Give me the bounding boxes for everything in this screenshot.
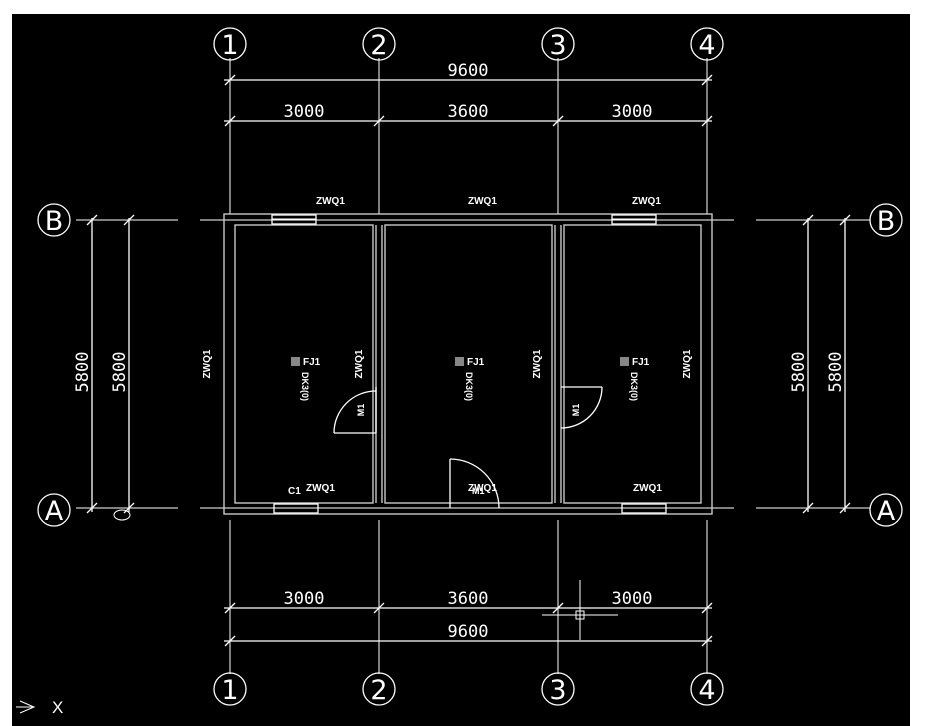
svg-text:2: 2	[370, 30, 387, 61]
wall-labels: ZWQ1 ZWQ1 ZWQ1 ZWQ1 ZWQ1 ZWQ1 C1 ZWQ1 ZW…	[202, 196, 693, 497]
axis-bubble-1-top[interactable]: 1	[213, 27, 247, 61]
dim-bay-3-top: 3000	[612, 102, 653, 122]
side-dimensions: 5800 5800 5800 5800	[73, 214, 851, 521]
bottom-dimensions: 3000 3600 3000 9600	[224, 589, 713, 647]
wall-label-bottom-1: ZWQ1	[306, 483, 335, 494]
svg-text:DK3(0): DK3(0)	[300, 372, 310, 401]
svg-text:4: 4	[698, 675, 715, 706]
wall-label-axis-3: ZWQ1	[532, 349, 543, 378]
svg-text:3: 3	[549, 675, 566, 706]
axis-bubble-4-bottom[interactable]: 4	[690, 672, 724, 706]
axis-bubble-2-top[interactable]: 2	[362, 27, 396, 61]
axis-bubble-a-right[interactable]: A	[869, 493, 903, 527]
dim-bay-2-top: 3600	[448, 102, 489, 122]
wall-label-top-3: ZWQ1	[632, 196, 661, 207]
room-tag-2[interactable]: FJ1 DK3(0)	[455, 357, 485, 401]
room-tag-3[interactable]: FJ1 DK3(0)	[620, 357, 650, 401]
dim-depth-left-1: 5800	[73, 352, 93, 393]
svg-text:FJ1: FJ1	[632, 357, 650, 368]
svg-text:A: A	[877, 496, 896, 527]
windows[interactable]	[271, 214, 667, 514]
axis-bubbles-lettered: B B A A	[37, 203, 903, 527]
svg-text:1: 1	[221, 30, 238, 61]
wall-label-bottom-3: ZWQ1	[633, 483, 662, 494]
dim-bay-1-top: 3000	[284, 102, 325, 122]
ucs-icon: X	[16, 698, 63, 717]
axis-bubbles-numbered: 1 2 3 4 1 2 3 4	[213, 27, 724, 706]
axis-bubble-1-bottom[interactable]: 1	[213, 672, 247, 706]
dim-overall-top: 9600	[448, 61, 489, 81]
doors[interactable]	[333, 386, 603, 509]
dim-depth-left-2: 5800	[110, 352, 130, 393]
svg-text:4: 4	[698, 30, 715, 61]
walls[interactable]	[223, 213, 713, 515]
svg-text:1: 1	[221, 675, 238, 706]
top-dimensions: 9600 3000 3600 3000	[224, 61, 713, 127]
svg-text:3: 3	[549, 30, 566, 61]
dim-depth-right-1: 5800	[789, 352, 809, 393]
svg-text:DK3(0): DK3(0)	[464, 372, 474, 401]
svg-text:FJ1: FJ1	[303, 357, 321, 368]
crosshair-cursor-icon	[542, 580, 618, 640]
wall-label-top-2: ZWQ1	[468, 196, 497, 207]
vertical-axis-lines	[229, 58, 708, 674]
axis-bubble-4-top[interactable]: 4	[690, 27, 724, 61]
dim-bay-2-bottom: 3600	[448, 589, 489, 609]
axis-bubble-b-left[interactable]: B	[37, 203, 71, 237]
door-label-2: M1	[571, 404, 581, 417]
svg-text:DK3(0): DK3(0)	[629, 372, 639, 401]
dim-overall-bottom: 9600	[448, 622, 489, 642]
wall-label-top-1: ZWQ1	[316, 196, 345, 207]
wall-label-left: ZWQ1	[202, 349, 213, 378]
axis-bubble-3-bottom[interactable]: 3	[541, 672, 575, 706]
axis-bubble-a-left[interactable]: A	[37, 493, 71, 527]
svg-text:2: 2	[370, 675, 387, 706]
wall-label-right: ZWQ1	[682, 349, 693, 378]
svg-text:A: A	[45, 496, 64, 527]
wall-label-bottom-2: ZWQ1	[468, 483, 497, 494]
window-label-c1: C1	[288, 486, 301, 497]
svg-text:B: B	[877, 206, 896, 237]
cad-drawing-viewport[interactable]: 9600 3000 3600 3000 3000 3600 3000 9600 …	[12, 14, 910, 726]
axis-bubble-2-bottom[interactable]: 2	[362, 672, 396, 706]
dim-depth-right-2: 5800	[826, 352, 846, 393]
ucs-x-label: X	[52, 698, 63, 717]
dim-bay-1-bottom: 3000	[284, 589, 325, 609]
wall-label-axis-2: ZWQ1	[354, 349, 365, 378]
svg-text:FJ1: FJ1	[467, 357, 485, 368]
svg-text:B: B	[45, 206, 64, 237]
door-label-3: M1	[472, 486, 485, 496]
dim-bay-3-bottom: 3000	[612, 589, 653, 609]
floor-plan: 9600 3000 3600 3000 3000 3600 3000 9600 …	[16, 27, 903, 717]
axis-bubble-b-right[interactable]: B	[869, 203, 903, 237]
room-tag-1[interactable]: FJ1 DK3(0)	[291, 357, 321, 401]
door-label-1: M1	[356, 404, 366, 417]
room-tags: FJ1 DK3(0) FJ1 DK3(0) FJ1 DK3(0)	[291, 357, 650, 401]
axis-bubble-3-top[interactable]: 3	[541, 27, 575, 61]
